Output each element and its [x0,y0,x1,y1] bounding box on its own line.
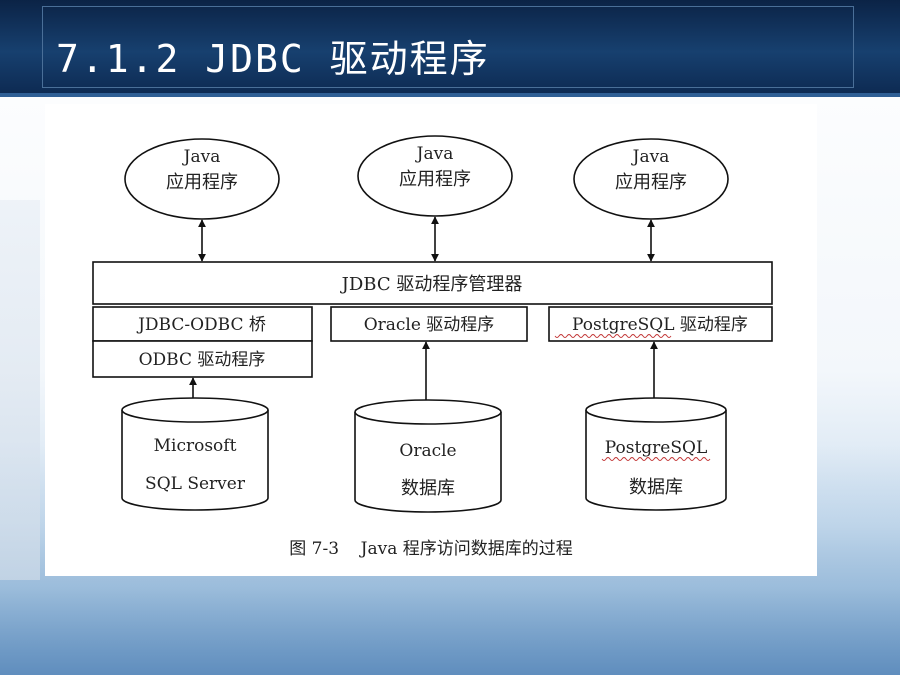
title-banner: 7.1.2 JDBC 驱动程序 [0,0,900,94]
sql-server-database-cylinder: Microsoft SQL Server [121,397,269,511]
java-app-node-1: Java 应用程序 [124,138,280,220]
jdbc-driver-manager-box: JDBC 驱动程序管理器 [92,261,773,305]
java-app-1-line1: Java [182,147,221,167]
jdbc-architecture-diagram: Java 应用程序 Java 应用程序 Java 应用程序 JDBC 驱动程序管… [92,135,773,559]
java-app-3-line1: Java [631,147,670,167]
oracle-db-line1: Oracle [399,441,456,461]
oracle-driver-box: Oracle 驱动程序 [330,306,528,342]
java-app-node-3: Java 应用程序 [573,138,729,220]
background-stripe [0,200,40,580]
title-frame [42,6,854,88]
slide-title: 7.1.2 JDBC 驱动程序 [56,37,490,81]
postgresql-db-line2: 数据库 [629,477,683,498]
jdbc-odbc-bridge-label: JDBC-ODBC 桥 [136,315,266,335]
postgresql-database-cylinder: PostgreSQL 数据库 [585,397,727,511]
spellcheck-underline-driver [554,334,672,338]
sql-server-db-line2: SQL Server [145,474,246,494]
java-app-2-line2: 应用程序 [399,169,471,190]
odbc-driver-box: ODBC 驱动程序 [92,340,313,378]
oracle-driver-label: Oracle 驱动程序 [364,315,495,335]
figure-caption: 图 7-3 Java 程序访问数据库的过程 [289,539,573,559]
java-app-3-line2: 应用程序 [615,172,687,193]
java-app-node-2: Java 应用程序 [357,135,513,217]
java-app-1-line2: 应用程序 [166,172,238,193]
title-underline [0,93,900,97]
diagram-figure: Java 应用程序 Java 应用程序 Java 应用程序 JDBC 驱动程序管… [45,104,817,576]
sql-server-db-line1: Microsoft [154,436,237,456]
postgresql-db-line1: PostgreSQL [605,438,707,458]
oracle-database-cylinder: Oracle 数据库 [354,399,502,513]
postgresql-driver-label: PostgreSQL 驱动程序 [572,315,748,335]
spellcheck-underline-db [601,457,711,461]
jdbc-driver-manager-label: JDBC 驱动程序管理器 [340,274,523,295]
jdbc-odbc-bridge-box: JDBC-ODBC 桥 [92,306,313,342]
odbc-driver-label: ODBC 驱动程序 [139,350,266,370]
oracle-db-line2: 数据库 [401,478,455,499]
java-app-2-line1: Java [415,144,454,164]
postgresql-driver-box: PostgreSQL 驱动程序 [548,306,773,342]
